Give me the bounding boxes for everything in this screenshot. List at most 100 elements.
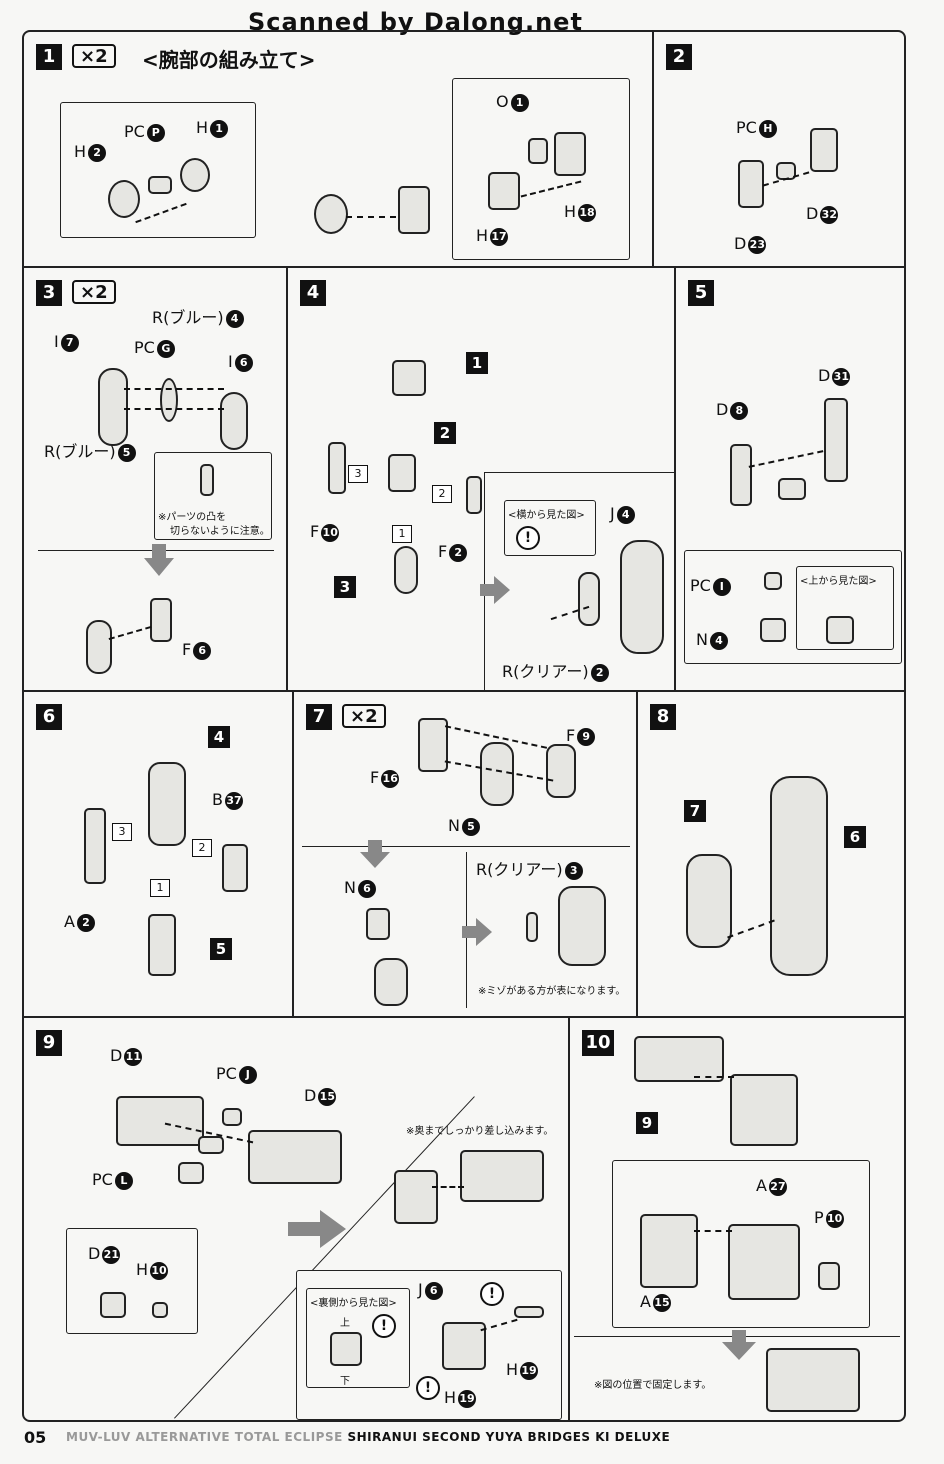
view-caption: <横から見た図> xyxy=(508,510,585,521)
page-number: 05 xyxy=(24,1428,47,1447)
part-shape xyxy=(222,1108,242,1126)
step-number: 2 xyxy=(666,44,692,70)
note-text: ※図の位置で固定します。 xyxy=(594,1380,712,1391)
detail-box xyxy=(66,1228,198,1334)
part-shape xyxy=(480,742,514,806)
note-text: ※ミゾがある方が表になります。 xyxy=(478,986,626,997)
right-arrow xyxy=(288,1210,346,1248)
caution-icon: ! xyxy=(480,1282,504,1306)
caution-note: ※パーツの凸を xyxy=(158,512,227,523)
part-shape xyxy=(730,444,752,506)
part-shape xyxy=(198,1136,224,1154)
part-shape xyxy=(178,1162,204,1184)
part-shape xyxy=(394,1170,438,1224)
part-shape xyxy=(546,744,576,798)
part-shape xyxy=(442,1322,486,1370)
part-shape xyxy=(220,392,248,450)
part-shape xyxy=(554,132,586,176)
part-shape xyxy=(640,1214,698,1288)
part-label: 6 xyxy=(844,826,866,848)
part-shape xyxy=(558,886,606,966)
assembly-arrow xyxy=(346,216,396,218)
down-arrow xyxy=(142,544,174,576)
sequence-marker: 1 xyxy=(392,522,412,543)
part-shape xyxy=(776,162,796,180)
part-shape xyxy=(116,1096,204,1146)
part-shape xyxy=(314,194,348,234)
step-number: 3 xyxy=(36,280,62,306)
part-shape xyxy=(466,476,482,514)
sequence-marker: 2 xyxy=(432,482,452,503)
multiplier-badge: ×2 xyxy=(72,280,116,304)
part-label: 7 xyxy=(684,800,706,822)
part-shape xyxy=(730,1074,798,1146)
part-shape xyxy=(488,172,520,210)
down-arrow xyxy=(722,1330,756,1360)
step-number: 7 xyxy=(306,704,332,730)
part-shape xyxy=(86,620,112,674)
sequence-marker: 3 xyxy=(112,820,132,841)
part-shape xyxy=(526,912,538,942)
part-shape xyxy=(764,572,782,590)
part-shape xyxy=(826,616,854,644)
part-label: 9 xyxy=(636,1112,658,1134)
part-shape xyxy=(394,546,418,594)
part-label: 2 xyxy=(434,422,456,444)
page-frame xyxy=(22,30,906,1422)
part-shape xyxy=(148,176,172,194)
step-title: <腕部の組み立て> xyxy=(142,48,316,72)
assembly-arrow xyxy=(432,1186,464,1188)
assembly-arrow xyxy=(124,408,224,410)
sequence-marker: 3 xyxy=(348,462,368,483)
part-label: 1 xyxy=(466,352,488,374)
part-shape xyxy=(160,378,178,422)
step-number: 4 xyxy=(300,280,326,306)
right-arrow xyxy=(462,918,492,946)
part-shape xyxy=(528,138,548,164)
part-shape xyxy=(418,718,448,772)
assembly-arrow xyxy=(124,388,224,390)
step-number: 1 xyxy=(36,44,62,70)
part-shape xyxy=(578,572,600,626)
part-label: 5 xyxy=(210,938,232,960)
part-shape xyxy=(728,1224,800,1300)
part-shape xyxy=(810,128,838,172)
part-label: 3 xyxy=(334,576,356,598)
assembly-arrow xyxy=(108,625,152,641)
assembly-arrow xyxy=(694,1076,734,1078)
part-shape xyxy=(738,160,764,208)
part-shape xyxy=(374,958,408,1006)
step-number: 5 xyxy=(688,280,714,306)
part-shape xyxy=(460,1150,544,1202)
sub-section xyxy=(484,472,675,691)
caution-icon: ! xyxy=(516,526,540,550)
part-shape xyxy=(778,478,806,500)
caution-note: 切らないように注意。 xyxy=(170,526,270,537)
step-number: 8 xyxy=(650,704,676,730)
part-label: R(ブルー)4 xyxy=(152,304,244,328)
part-shape xyxy=(330,1332,362,1366)
footer-title: MUV-LUV ALTERNATIVE TOTAL ECLIPSE SHIRAN… xyxy=(66,1430,671,1444)
